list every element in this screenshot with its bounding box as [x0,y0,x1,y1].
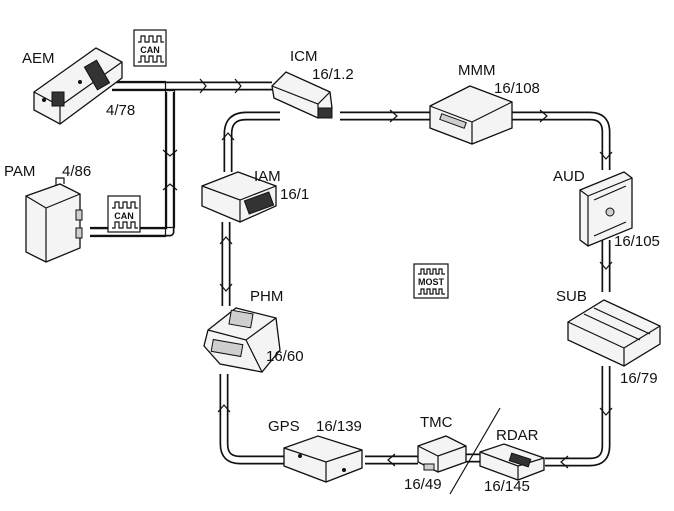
can-icon-top [133,29,167,67]
rdar-name: RDAR [496,427,539,444]
icm-name: ICM [290,48,318,65]
icm-code: 16/1.2 [312,66,354,83]
sub-name: SUB [556,288,587,305]
tmc-code: 16/49 [404,476,442,493]
aem-code: 4/78 [106,102,135,119]
iam-name: IAM [254,168,281,185]
phm-code: 16/60 [266,348,304,365]
tmc-name: TMC [420,414,453,431]
can-icon-bottom [107,195,141,233]
can-label-top: CAN [140,45,160,55]
mmm-name: MMM [458,62,496,79]
gps-code: 16/139 [316,418,362,435]
most-icon [413,263,449,299]
divider-line [449,407,501,495]
mmm-code: 16/108 [494,80,540,97]
gps-module [283,435,363,483]
pam-code: 4/86 [62,163,91,180]
gps-name: GPS [268,418,300,435]
phm-name: PHM [250,288,283,305]
sub-module [567,299,661,367]
sub-code: 16/79 [620,370,658,387]
iam-code: 16/1 [280,186,309,203]
aem-name: AEM [22,50,55,67]
icm-module [271,71,333,119]
iam-module [201,171,277,223]
aud-name: AUD [553,168,585,185]
can-label-bottom: CAN [114,211,134,221]
most-label: MOST [418,277,445,287]
tmc-module [417,435,467,473]
phm-module [203,307,281,373]
aem-module [33,47,123,125]
most-ring [217,109,613,469]
aud-code: 16/105 [614,233,660,250]
mmm-module [429,85,513,145]
aud-module [579,171,633,247]
rdar-module [479,443,545,481]
pam-name: PAM [4,163,35,180]
rdar-code: 16/145 [484,478,530,495]
pam-module [25,177,83,263]
can-bus [90,78,272,238]
